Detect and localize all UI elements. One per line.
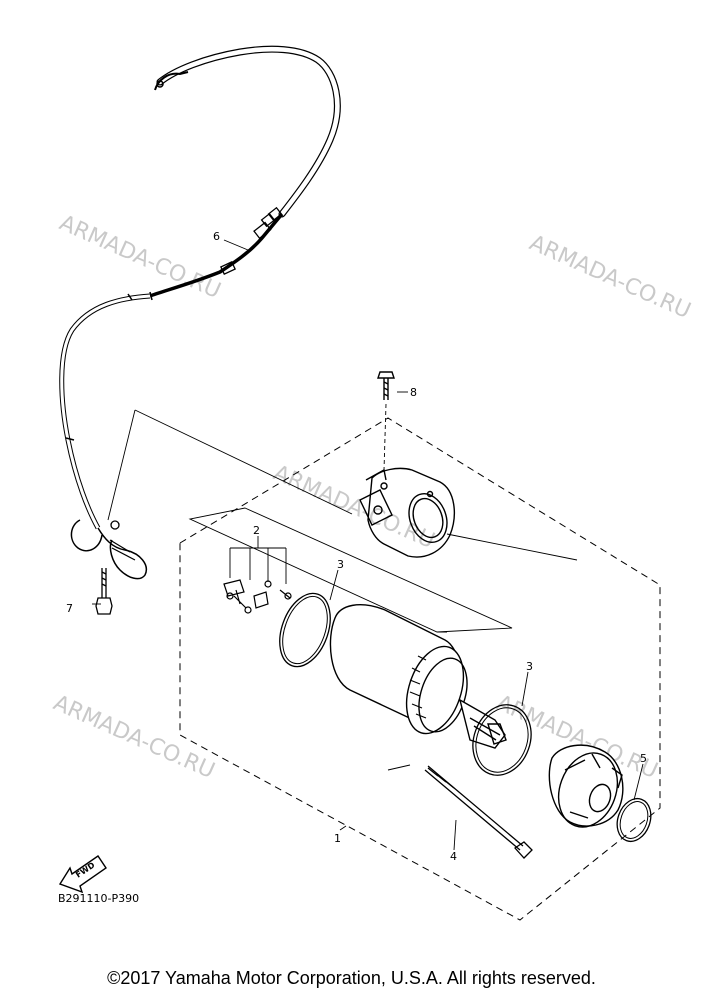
starter-motor-body <box>329 604 507 749</box>
leader-lines <box>92 239 644 851</box>
callout-6: 6 <box>213 230 220 243</box>
bolt-7 <box>95 568 113 615</box>
callout-8: 8 <box>410 386 417 399</box>
callout-7: 7 <box>66 602 73 615</box>
watermark: ARMADA-CO.RU <box>56 211 225 304</box>
o-ring-3-right <box>472 704 532 776</box>
forward-arrow-icon: FWD <box>58 855 107 894</box>
assembly-1-boundary <box>179 417 661 921</box>
callout-5: 5 <box>640 752 647 765</box>
o-ring-5 <box>619 801 649 839</box>
motor-bracket <box>359 371 456 558</box>
watermark: ARMADA-CO.RU <box>526 231 695 324</box>
copyright-notice: ©2017 Yamaha Motor Corporation, U.S.A. A… <box>107 968 596 988</box>
o-ring-5 <box>616 797 652 843</box>
reference-line <box>446 533 578 561</box>
callout-1: 1 <box>334 832 341 845</box>
callout-2: 2 <box>253 524 260 537</box>
watermark: ARMADA-CO.RU <box>270 461 439 554</box>
o-ring-3-left <box>282 595 328 665</box>
starter-cable <box>59 45 341 580</box>
callout-numbers: 6 8 7 2 3 3 4 5 1 <box>66 230 647 863</box>
screw-set-2 <box>223 547 292 614</box>
watermark: ARMADA-CO.RU <box>50 691 219 784</box>
o-ring-3-right <box>475 707 529 773</box>
diagram-code: B291110-P390 <box>58 892 139 905</box>
callout-3-left: 3 <box>337 558 344 571</box>
end-cover <box>548 744 624 828</box>
callout-4: 4 <box>450 850 457 863</box>
o-ring-3-left <box>279 592 331 668</box>
callout-3-right: 3 <box>526 660 533 673</box>
reference-outline <box>107 409 513 633</box>
through-bolt-4 <box>387 631 533 859</box>
